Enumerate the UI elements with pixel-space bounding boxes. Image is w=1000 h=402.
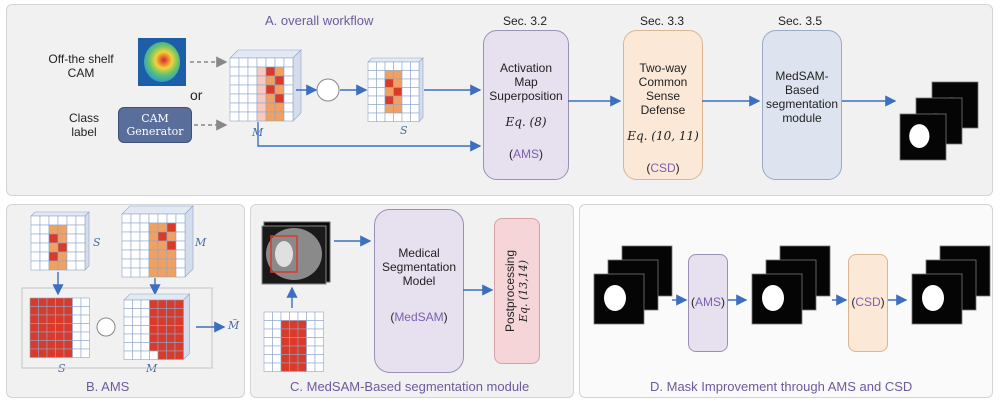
medsam-tag: MedSAM bbox=[394, 310, 443, 324]
medical-segmentation-model-box: Medical Segmentation Model (MedSAM) bbox=[374, 209, 464, 373]
medsam-module-box: MedSAM-Based segmentation module bbox=[762, 30, 842, 180]
ams-tag: AMS bbox=[513, 147, 539, 161]
model-box-label: Medical Segmentation Model bbox=[375, 246, 463, 288]
panel-b-title: B. AMS bbox=[86, 379, 129, 394]
panel-d-title: D. Mask Improvement through AMS and CSD bbox=[650, 379, 912, 394]
d-csd-box: (CSD) bbox=[848, 254, 888, 352]
b-output-m-tilde: M̃ bbox=[228, 319, 239, 332]
d-ams-box: (AMS) bbox=[688, 254, 728, 352]
b-label-m: M bbox=[195, 236, 206, 249]
b-label-s: S bbox=[93, 236, 101, 249]
sec-3-2-label: Sec. 3.2 bbox=[495, 14, 555, 28]
panel-mask-improvement bbox=[579, 204, 993, 398]
label-s: S bbox=[400, 124, 408, 137]
intersect-symbol: ∩ bbox=[98, 318, 114, 332]
postprocessing-box: Postprocessing Eq. (13,14) bbox=[494, 218, 540, 364]
b-bottom-m: M bbox=[146, 362, 157, 375]
cam-heatmap-image bbox=[138, 38, 186, 86]
csd-equation: Eq. (10, 11) bbox=[624, 129, 702, 143]
panel-c-title: C. MedSAM-Based segmentation module bbox=[290, 379, 529, 394]
csd-box: Two-way Common Sense Defense Eq. (10, 11… bbox=[623, 30, 703, 180]
ams-box: Activation Map Superposition Eq. (8) (AM… bbox=[483, 30, 569, 180]
cam-generator-label: CAM Generator bbox=[126, 112, 183, 138]
panel-ams bbox=[6, 204, 245, 398]
sec-3-5-label: Sec. 3.5 bbox=[770, 14, 830, 28]
or-label: or bbox=[190, 88, 202, 102]
panel-a-title: A. overall workflow bbox=[265, 13, 373, 28]
sum-symbol: Σ bbox=[318, 82, 338, 96]
d-csd-tag: CSD bbox=[855, 295, 880, 309]
postprocessing-equation: Eq. (13,14) bbox=[517, 250, 531, 332]
b-bottom-s: S bbox=[58, 362, 66, 375]
input-cam-label: Off-the shelf CAM bbox=[36, 52, 126, 80]
csd-tag: CSD bbox=[650, 161, 675, 175]
ams-box-label: Activation Map Superposition bbox=[484, 61, 568, 103]
d-ams-tag: AMS bbox=[695, 295, 721, 309]
cam-generator-box: CAM Generator bbox=[118, 107, 192, 143]
sec-3-3-label: Sec. 3.3 bbox=[632, 14, 692, 28]
class-label: Class label bbox=[58, 111, 110, 139]
csd-box-label: Two-way Common Sense Defense bbox=[624, 61, 702, 117]
label-m: M bbox=[252, 126, 263, 139]
postprocessing-label: Postprocessing bbox=[503, 250, 517, 332]
ams-equation: Eq. (8) bbox=[484, 115, 568, 129]
medsam-module-label: MedSAM-Based segmentation module bbox=[763, 69, 841, 125]
